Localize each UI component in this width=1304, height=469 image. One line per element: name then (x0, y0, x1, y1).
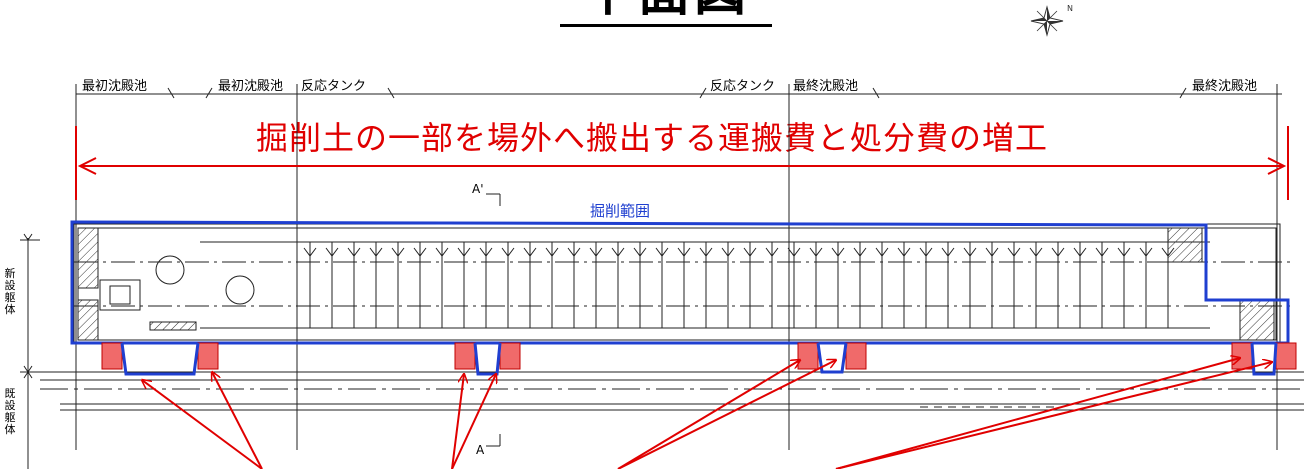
new-structure-label: 新設躯体 (4, 267, 16, 316)
excavation-range-label: 掘削範囲 (589, 202, 650, 220)
svg-text:N: N (1067, 4, 1073, 13)
compass-rose-icon: N (1030, 4, 1073, 37)
bay-baffle (347, 247, 361, 257)
bay-baffle (1117, 247, 1131, 257)
bay-baffle (1161, 247, 1175, 257)
bay-baffle (479, 247, 493, 257)
zone-label-final-settling-2: 最終沈殿池 (1192, 79, 1258, 94)
bay-baffle (1007, 247, 1021, 257)
bay-baffle (721, 247, 735, 257)
bay-baffle (1073, 247, 1087, 257)
structural-drawing (73, 223, 1290, 345)
bay-baffle (875, 247, 889, 257)
bay-baffle (303, 247, 317, 257)
red-dimension-arrow (75, 126, 1289, 200)
section-mark-bottom: A (476, 443, 485, 457)
bay-baffle (699, 247, 713, 257)
bay-baffle (765, 247, 779, 257)
bay-baffle (677, 247, 691, 257)
bay-baffle (853, 247, 867, 257)
bay-baffle (589, 247, 603, 257)
bay-baffle (325, 247, 339, 257)
zone-label-primary-settling-2: 最初沈殿池 (218, 79, 284, 94)
bay-baffle (457, 247, 471, 257)
bay-baffle (545, 247, 559, 257)
bay-baffle (413, 247, 427, 257)
cost-increase-banner: 掘削土の一部を場外へ搬出する運搬費と処分費の増工 (255, 119, 1048, 157)
side-dimension (20, 233, 40, 469)
bay-baffle (963, 247, 977, 257)
bay-baffle (809, 247, 823, 257)
bay-baffle (743, 247, 757, 257)
bay-baffle (567, 247, 581, 257)
bay-baffle (941, 247, 955, 257)
top-dimension-line (75, 84, 1282, 450)
zone-label-primary-settling-1: 最初沈殿池 (82, 79, 148, 94)
bay-baffle (655, 247, 669, 257)
drawing-title: 平面図 (560, 0, 773, 27)
highlight-pits (101, 342, 1297, 370)
leader-arrows (142, 358, 1272, 469)
bay-baffle (1029, 247, 1043, 257)
bay-baffle (435, 247, 449, 257)
bay-baffle (611, 247, 625, 257)
bay-baffle (1051, 247, 1065, 257)
bay-baffle (369, 247, 383, 257)
bay-baffle (831, 247, 845, 257)
bay-baffle (1139, 247, 1153, 257)
bay-baffle (501, 247, 515, 257)
bay-baffle (1095, 247, 1109, 257)
existing-structure-lines (40, 371, 1304, 411)
excavation-notches (120, 342, 1278, 376)
section-mark-top: A' (472, 182, 484, 196)
bay-baffle (985, 247, 999, 257)
bay-baffle (897, 247, 911, 257)
tank-bays (303, 242, 1175, 328)
bay-baffle (919, 247, 933, 257)
zone-label-reaction-tank-2: 反応タンク (710, 79, 776, 94)
zone-label-final-settling-1: 最終沈殿池 (793, 79, 859, 94)
bay-baffle (391, 247, 405, 257)
bay-baffle (633, 247, 647, 257)
zone-label-reaction-tank-1: 反応タンク (301, 79, 367, 94)
excavation-boundary (70, 220, 1290, 345)
bay-baffle (787, 247, 801, 257)
existing-structure-label: 既設躯体 (4, 387, 16, 436)
bay-baffle (523, 247, 537, 257)
